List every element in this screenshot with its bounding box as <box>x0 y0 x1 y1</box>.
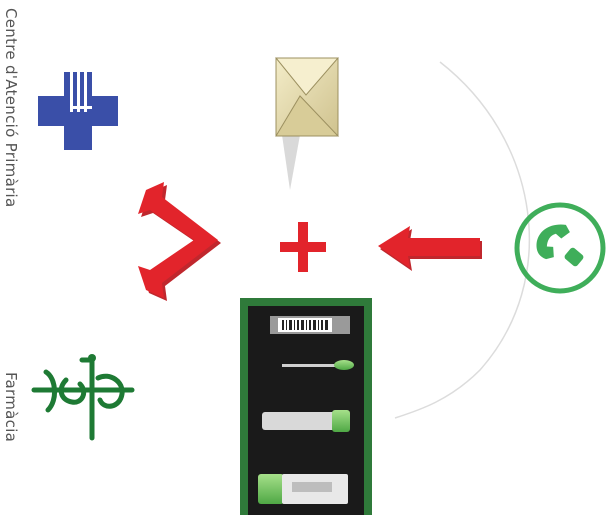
flow-circle <box>394 61 531 419</box>
sample-kit-image <box>240 298 372 515</box>
double-arrow-icon <box>138 182 221 301</box>
phone-icon <box>514 202 606 294</box>
health-cross-icon <box>38 72 118 150</box>
pharmacy-label: Farmàcia <box>2 372 20 443</box>
plus-icon <box>280 222 326 272</box>
caduceus-icon <box>31 354 135 441</box>
envelope-icon <box>274 57 340 190</box>
primary-care-centre-label: Centre d'Atenció Primària <box>2 8 20 208</box>
arrow-left-icon <box>378 226 482 271</box>
